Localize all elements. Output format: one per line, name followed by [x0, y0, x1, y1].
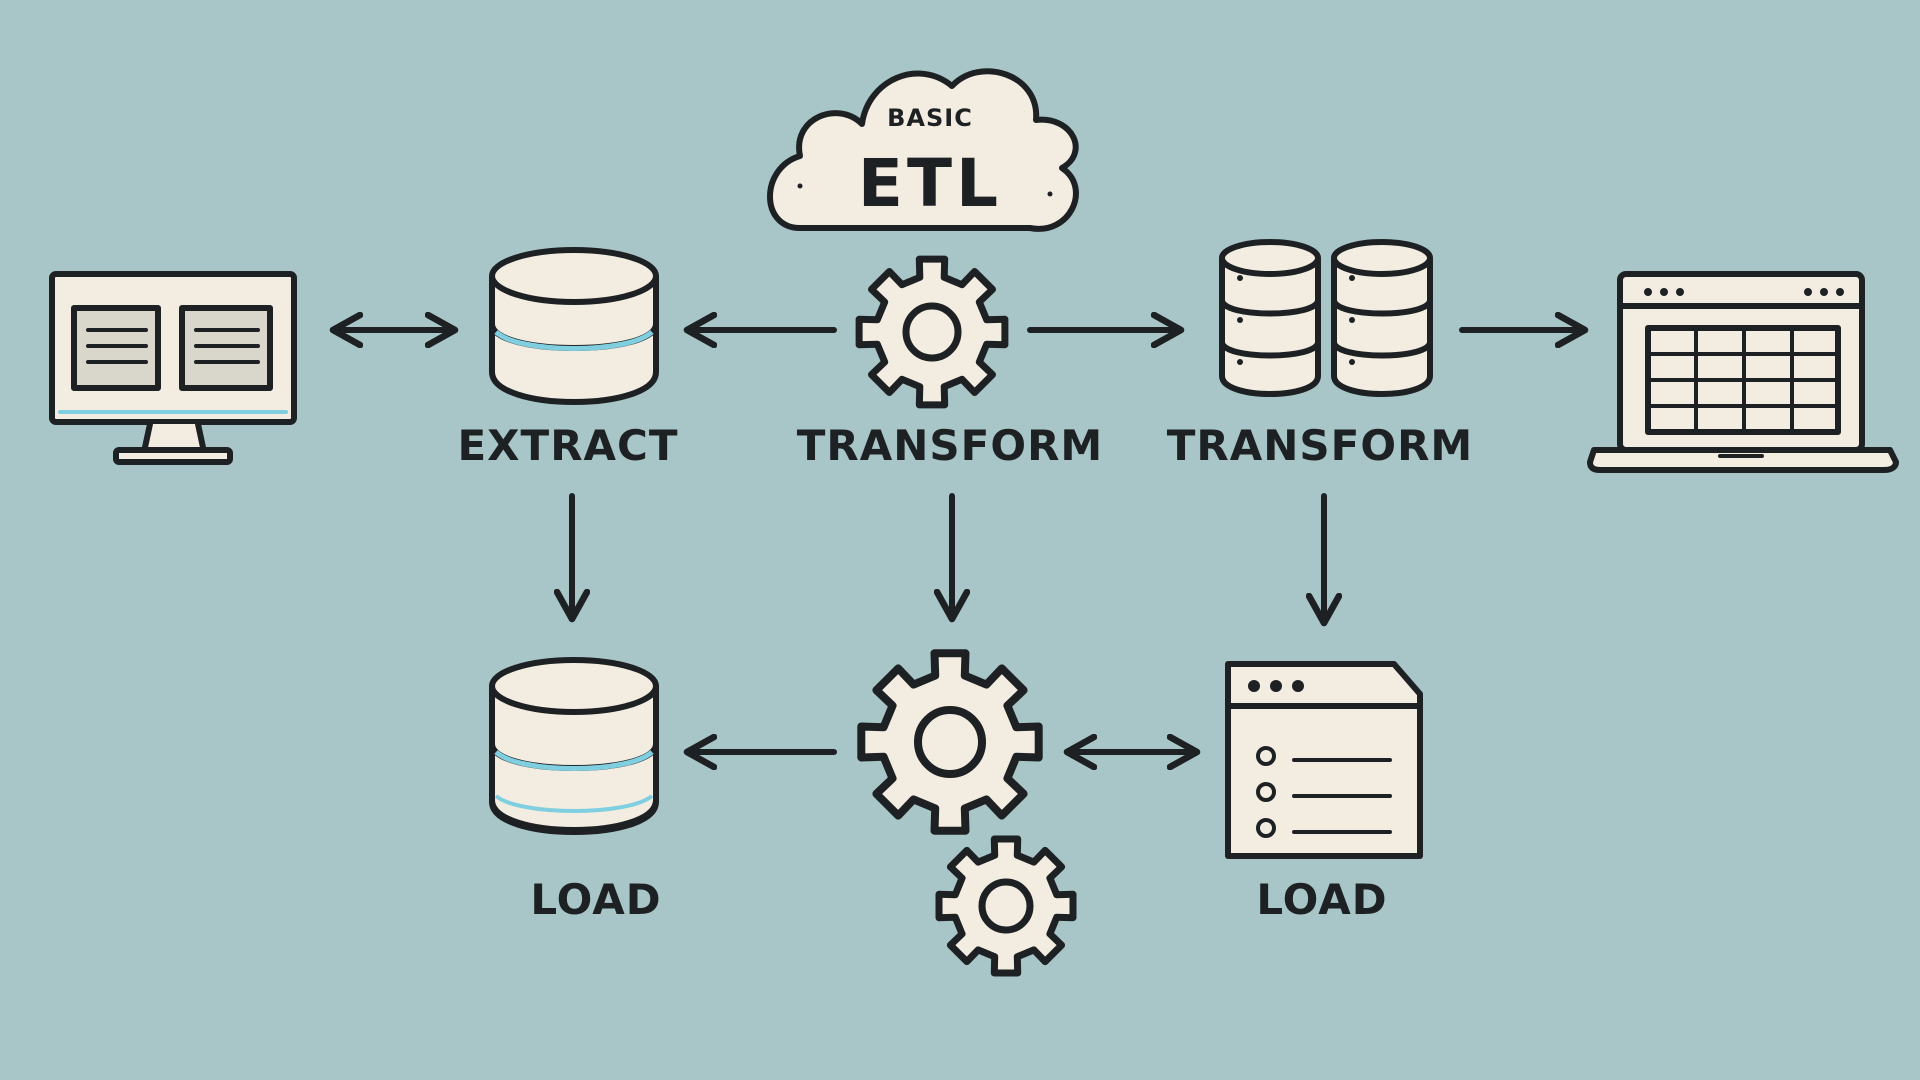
cloud-shape-icon [767, 68, 1079, 232]
title-cloud: BASIC ETL [767, 68, 1079, 232]
load-gear-small-icon [935, 835, 1077, 977]
load-database-icon [489, 657, 659, 835]
transform-gear-icon [855, 255, 1009, 409]
gear-hole [914, 706, 986, 778]
load-document-window-icon [1225, 661, 1423, 859]
label-load-right: LOAD [1256, 875, 1387, 924]
source-monitor-icon [49, 271, 297, 465]
target-laptop-icon [1587, 271, 1899, 473]
gear-hole [902, 302, 962, 362]
label-load-left: LOAD [530, 875, 661, 924]
label-transform-right: TRANSFORM [1167, 421, 1473, 470]
title-large: ETL [858, 145, 1002, 222]
title-small: BASIC [887, 104, 973, 132]
label-transform-center: TRANSFORM [797, 421, 1103, 470]
extract-database-icon [489, 247, 659, 405]
load-gear-large-icon [857, 649, 1043, 835]
transform-database-pair-icon [1219, 239, 1433, 397]
label-extract: EXTRACT [457, 421, 678, 470]
gear-hole [978, 878, 1034, 934]
